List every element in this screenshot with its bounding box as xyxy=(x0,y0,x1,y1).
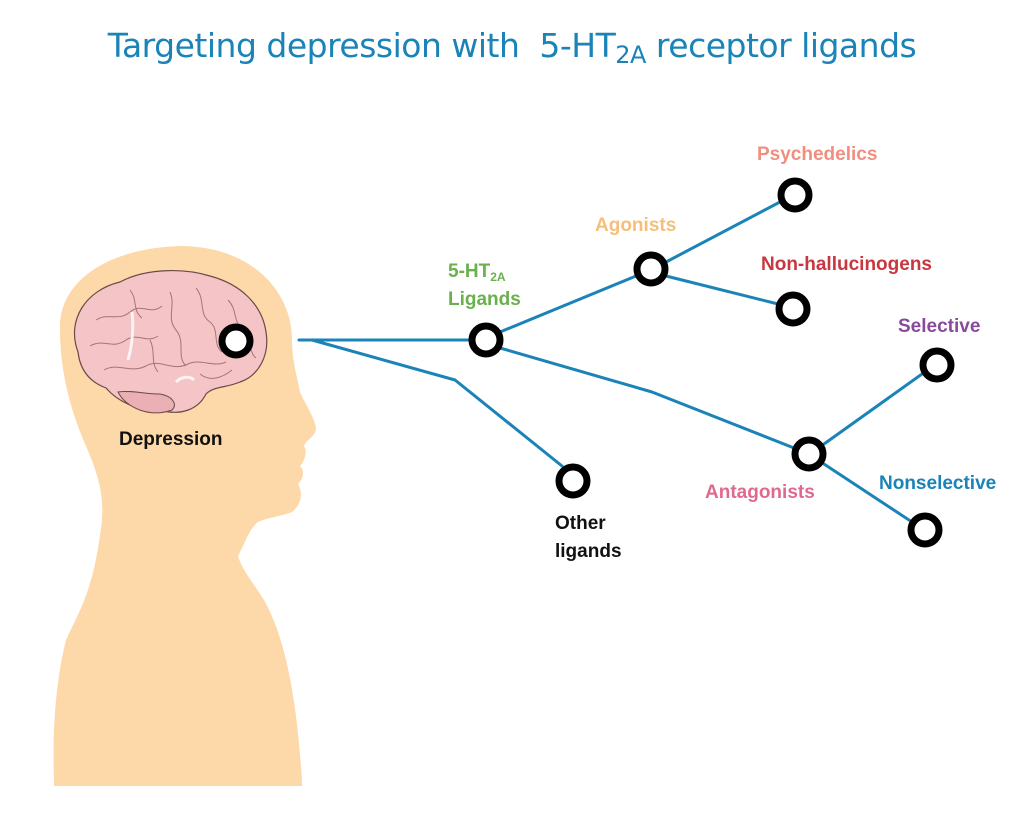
diagram-title: Targeting depression with 5-HT2A recepto… xyxy=(0,26,1024,69)
label-antagonists: Antagonists xyxy=(705,479,815,507)
edge-depression-to-other-ligands xyxy=(310,338,564,468)
label-5ht2a-ligands: 5-HT2A Ligands xyxy=(448,258,521,313)
label-agonists-text: Agonists xyxy=(595,215,677,236)
brain-illustration xyxy=(73,270,268,414)
label-nonselective: Nonselective xyxy=(879,470,996,498)
edge-antagonists-to-nonselective xyxy=(822,462,914,524)
label-non-hallucinogens: Non-hallucinogens xyxy=(761,251,932,279)
label-antagonists-text: Antagonists xyxy=(705,482,815,503)
label-ligands-subscript: 2A xyxy=(490,270,506,284)
node-depression xyxy=(218,323,254,359)
edge-antagonists-to-selective xyxy=(822,372,924,446)
label-other-ligands-line2: ligands xyxy=(555,540,622,562)
label-other-ligands: Other ligands xyxy=(555,510,622,565)
label-other-ligands-line1: Other xyxy=(555,513,606,534)
label-selective: Selective xyxy=(898,313,980,341)
node-selective xyxy=(919,347,955,383)
node-non-hallucinogens xyxy=(775,291,811,327)
edge-agonists-to-psychedelics xyxy=(664,200,782,264)
label-nonselective-text: Nonselective xyxy=(879,473,997,494)
label-ligands-line2: Ligands xyxy=(448,288,521,310)
label-psychedelics-text: Psychedelics xyxy=(757,144,878,165)
label-depression-text: Depression xyxy=(119,429,223,450)
label-depression: Depression xyxy=(119,426,222,454)
node-ligands xyxy=(468,322,504,358)
title-text-end: receptor ligands xyxy=(645,26,917,65)
title-subscript: 2A xyxy=(615,41,646,69)
node-psychedelics xyxy=(777,177,813,213)
edge-ligands-to-antagonists xyxy=(498,346,796,450)
node-other-ligands xyxy=(555,463,591,499)
node-antagonists xyxy=(791,436,827,472)
label-ligands-prefix: 5-HT xyxy=(448,261,491,282)
node-agonists xyxy=(633,251,669,287)
label-psychedelics: Psychedelics xyxy=(757,141,877,169)
edge-ligands-to-agonists xyxy=(498,274,638,334)
node-nonselective xyxy=(907,512,943,548)
label-non-hallucinogens-text: Non-hallucinogens xyxy=(761,254,932,275)
label-agonists: Agonists xyxy=(595,212,676,240)
title-text: Targeting depression with 5-HT xyxy=(107,26,616,65)
edge-agonists-to-non-hallucinogens xyxy=(664,274,780,306)
label-selective-text: Selective xyxy=(898,316,981,337)
